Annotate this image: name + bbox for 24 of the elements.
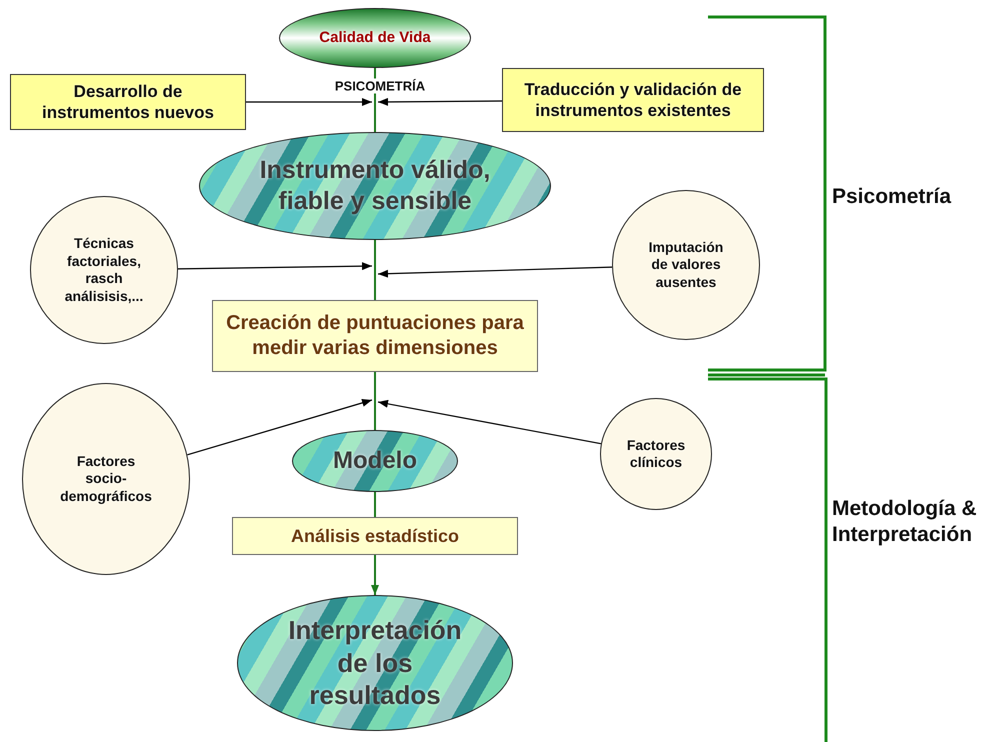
- note-box: Desarrollo de instrumentos nuevos: [10, 74, 246, 130]
- circle-node: Factores clínicos: [600, 398, 712, 510]
- note-box: Traducción y validación de instrumentos existentes: [502, 68, 764, 132]
- circle-node: Imputación de valores ausentes: [612, 190, 760, 340]
- ellipse-node: Interpretación de los resultados: [237, 595, 513, 731]
- connector-line: [374, 492, 376, 517]
- edge-label: PSICOMETRÍA: [332, 78, 428, 94]
- connector-line: [374, 372, 376, 430]
- circle-node: Técnicas factoriales, rasch análisisis,...: [30, 196, 178, 344]
- arrow: [187, 399, 372, 456]
- arrow: [378, 98, 502, 106]
- circle-node: Factores socio-demográficos: [22, 383, 190, 575]
- connector-line: [374, 240, 376, 300]
- process-box: Creación de puntuaciones para medir varias dimensiones: [212, 300, 538, 372]
- process-box: Análisis estadístico: [232, 517, 518, 555]
- arrow: [371, 555, 379, 595]
- ellipse-node: Modelo: [292, 430, 458, 492]
- section-label: Metodología & Interpretación: [832, 496, 978, 548]
- arrow: [178, 262, 372, 270]
- section-label: Psicometría: [832, 184, 952, 210]
- arrow: [378, 400, 602, 444]
- arrow: [246, 98, 372, 106]
- ellipse-node: Calidad de Vida: [279, 8, 471, 68]
- arrow: [378, 266, 612, 278]
